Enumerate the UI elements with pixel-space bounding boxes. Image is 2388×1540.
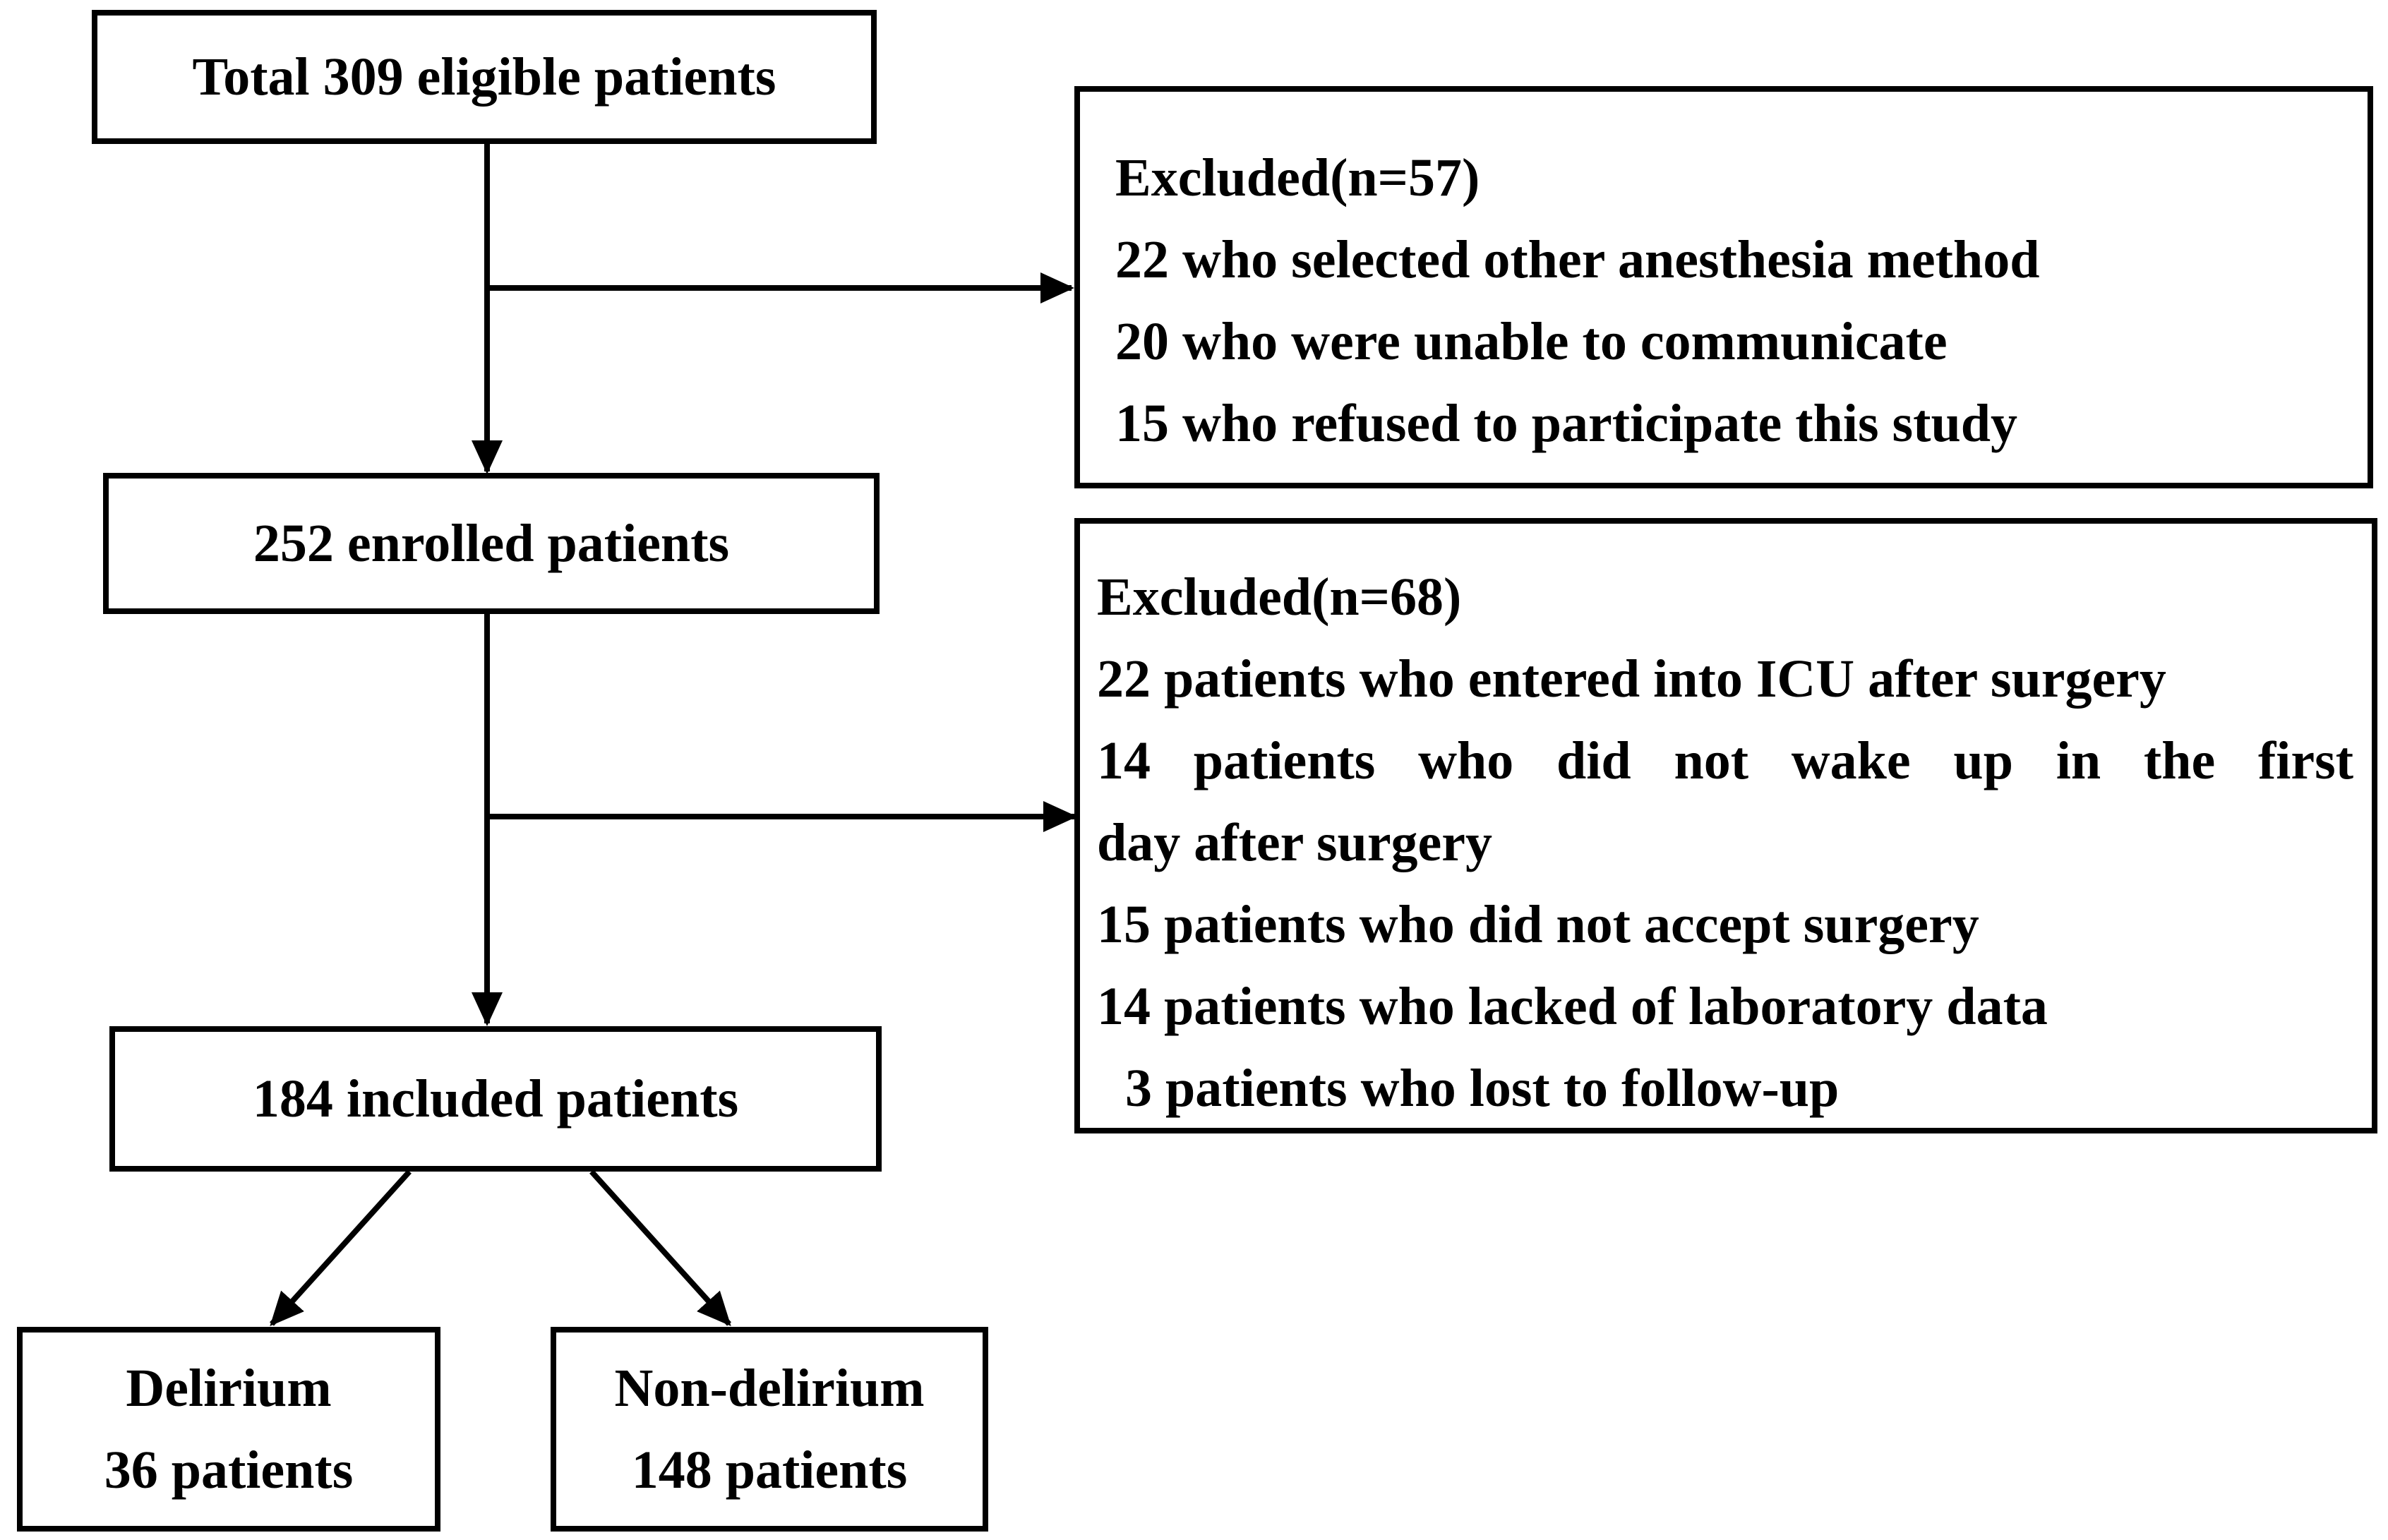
exclusion-2-reason: 15 patients who did not accept surgery [1097,895,1979,954]
non-delirium-count: 148 patients [631,1440,908,1500]
eligible-patients-box: Total 309 eligible patients [92,10,877,144]
delirium-count: 36 patients [104,1440,354,1500]
exclusion-box-2: Excluded(n=68) 22 patients who entered i… [1074,518,2377,1133]
exclusion-1-reason: 15 who refused to participate this study [1115,394,2017,453]
delirium-box: Delirium 36 patients [17,1327,440,1532]
exclusion-1-reason: 22 who selected other anesthesia method [1115,230,2040,289]
enrolled-patients-text: 252 enrolled patients [253,514,730,573]
delirium-label: Delirium [126,1359,332,1418]
exclusion-2-reason: 14 patients who lacked of laboratory dat… [1097,977,2048,1036]
exclusion-1-heading: Excluded(n=57) [1115,148,1480,207]
non-delirium-label: Non-delirium [614,1359,925,1418]
exclusion-2-reason: 3 patients who lost to follow-up [1125,1059,1840,1118]
exclusion-2-reason: 14 patients who did not wake up in the f… [1097,731,2353,790]
eligible-patients-text: Total 309 eligible patients [192,47,776,107]
exclusion-2-heading: Excluded(n=68) [1097,567,1462,627]
exclusion-1-reason: 20 who were unable to communicate [1115,312,1948,371]
exclusion-2-reason-continued: day after surgery [1097,813,1493,872]
arrow-to-non-delirium [589,1169,731,1326]
enrolled-patients-box: 252 enrolled patients [103,473,880,614]
exclusion-box-1: Excluded(n=57) 22 who selected other ane… [1074,86,2373,488]
exclusion-2-reason: 22 patients who entered into ICU after s… [1097,649,2166,709]
non-delirium-box: Non-delirium 148 patients [551,1327,988,1532]
included-patients-box: 184 included patients [109,1026,882,1172]
included-patients-text: 184 included patients [252,1069,739,1129]
arrow-to-delirium [270,1169,412,1326]
